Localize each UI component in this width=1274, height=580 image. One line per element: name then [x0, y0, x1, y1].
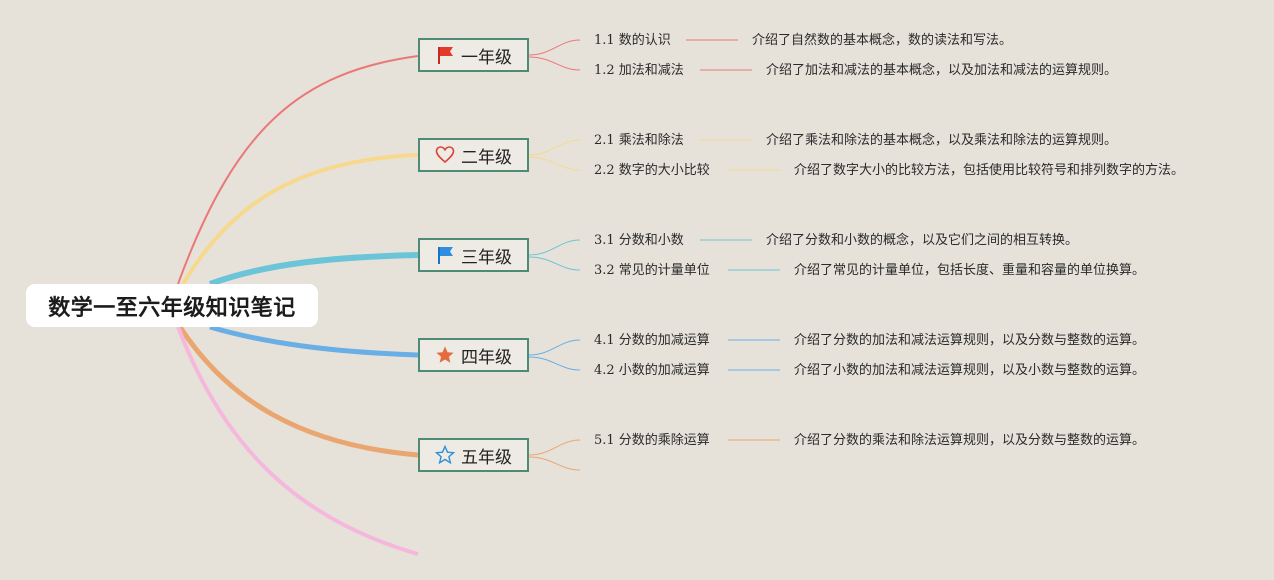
branch-grade-3: [208, 252, 419, 287]
connector-4-2: [528, 356, 581, 371]
topic-title[interactable]: 4.2 小数的加减运算: [594, 363, 710, 378]
topic-title[interactable]: 2.2 数字的大小比较: [594, 163, 710, 178]
topic-description: 介绍了加法和减法的基本概念，以及加法和减法的运算规则。: [766, 63, 1118, 78]
root-title: 数学一至六年级知识笔记: [48, 295, 296, 321]
topic-description: 介绍了数字大小的比较方法，包括使用比较符号和排列数字的方法。: [794, 163, 1185, 178]
branch-grade-4: [209, 324, 419, 358]
grade-label: 二年级: [461, 147, 512, 168]
topic-description: 介绍了自然数的基本概念，数的读法和写法。: [752, 33, 1013, 48]
connector-3-1: [528, 239, 581, 256]
root-node[interactable]: 数学一至六年级知识笔记: [26, 284, 318, 327]
connector-4-1: [528, 339, 581, 356]
grade-label: 五年级: [461, 447, 512, 468]
connector-1-2: [528, 56, 581, 71]
topic-title[interactable]: 3.2 常见的计量单位: [594, 263, 710, 278]
red-flag-icon: [435, 45, 455, 65]
topic-description: 介绍了分数的乘法和除法运算规则，以及分数与整数的运算。: [794, 433, 1146, 448]
grade-node-3[interactable]: 三年级: [418, 238, 529, 272]
topic-title[interactable]: 1.1 数的认识: [594, 33, 671, 48]
connector-1-1: [528, 39, 581, 56]
grade-label: 一年级: [461, 47, 512, 68]
topic-title[interactable]: 5.1 分数的乘除运算: [594, 433, 710, 448]
topic-title[interactable]: 3.1 分数和小数: [594, 233, 684, 248]
topic-description: 介绍了分数的加法和减法运算规则，以及分数与整数的运算。: [794, 333, 1146, 348]
grade-node-2[interactable]: 二年级: [418, 138, 529, 172]
connector-2-1: [528, 139, 581, 156]
topic-title[interactable]: 2.1 乘法和除法: [594, 133, 684, 148]
orange-star-icon: [435, 345, 455, 365]
grade-label: 四年级: [461, 347, 512, 368]
topic-title[interactable]: 4.1 分数的加减运算: [594, 333, 710, 348]
branch-grade-2: [181, 153, 419, 286]
grade-node-1[interactable]: 一年级: [418, 38, 529, 72]
topic-description: 介绍了常见的计量单位，包括长度、重量和容量的单位换算。: [794, 263, 1146, 278]
connector-5-1: [528, 439, 581, 456]
topic-description: 介绍了小数的加法和减法运算规则，以及小数与整数的运算。: [794, 363, 1146, 378]
topic-title[interactable]: 1.2 加法和减法: [594, 63, 684, 78]
connector-3-2: [528, 256, 581, 271]
grade-node-4[interactable]: 四年级: [418, 338, 529, 372]
topic-description: 介绍了乘法和除法的基本概念，以及乘法和除法的运算规则。: [766, 133, 1118, 148]
topic-description: 介绍了分数和小数的概念，以及它们之间的相互转换。: [766, 233, 1079, 248]
grade-node-5[interactable]: 五年级: [418, 438, 529, 472]
star-outline-icon: [435, 445, 455, 465]
blue-flag-icon: [435, 245, 455, 265]
heart-outline-icon: [435, 145, 455, 165]
connector-5-2: [528, 456, 581, 471]
branch-grade-1: [177, 55, 419, 285]
branch-grade-6: [176, 326, 419, 556]
branch-grade-5: [177, 325, 419, 458]
connector-2-2: [528, 156, 581, 171]
grade-label: 三年级: [461, 247, 512, 268]
